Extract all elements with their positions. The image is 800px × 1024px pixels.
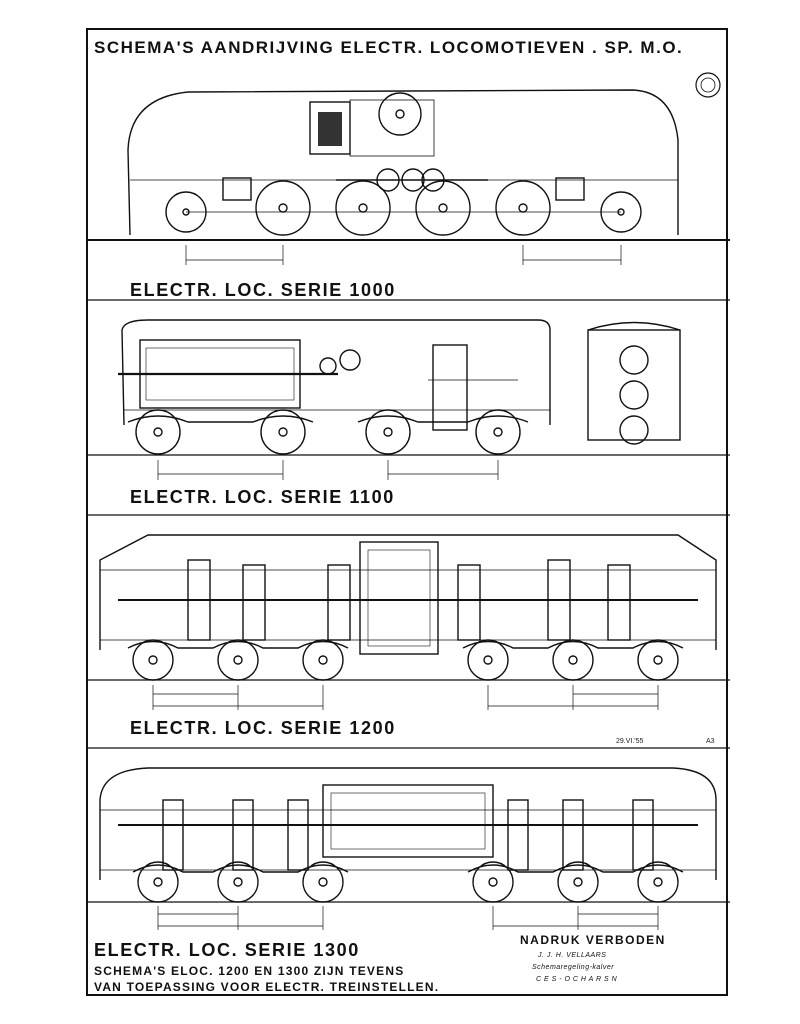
stamp-reprint-forbidden: NADRUK VERBODEN (520, 933, 666, 947)
stamp-signature-place: C E S - O C H A R S N (536, 976, 618, 983)
stamp-signature-role: Schemaregeling-kalver (532, 964, 615, 971)
section-label-serie-1100: ELECTR. LOC. SERIE 1100 (130, 487, 395, 507)
drawing-sheet: SCHEMA'S AANDRIJVING ELECTR. LOCOMOTIEVE… (86, 28, 730, 996)
sheet-code: A3 (706, 738, 715, 745)
diagram-serie-1100 (88, 319, 730, 516)
sheet-date: 29.VI.'55 (616, 738, 644, 745)
section-label-serie-1300: ELECTR. LOC. SERIE 1300 (94, 940, 360, 960)
sheet-title: SCHEMA'S AANDRIJVING ELECTR. LOCOMOTIEVE… (94, 38, 684, 57)
diagram-serie-1300 (88, 767, 730, 930)
footer-note-line-2: VAN TOEPASSING VOOR ELECTR. TREINSTELLEN… (94, 980, 440, 994)
diagram-serie-1200 (88, 534, 730, 749)
section-label-serie-1000: ELECTR. LOC. SERIE 1000 (130, 280, 396, 300)
footer-note-line-1: SCHEMA'S ELOC. 1200 EN 1300 ZIJN TEVENS (94, 964, 405, 978)
locomotive-schematics (88, 72, 730, 930)
section-label-serie-1200: ELECTR. LOC. SERIE 1200 (130, 718, 396, 738)
diagram-serie-1000 (88, 72, 730, 301)
stamp-signature-name: J. J. H. VELLAARS (538, 952, 607, 959)
